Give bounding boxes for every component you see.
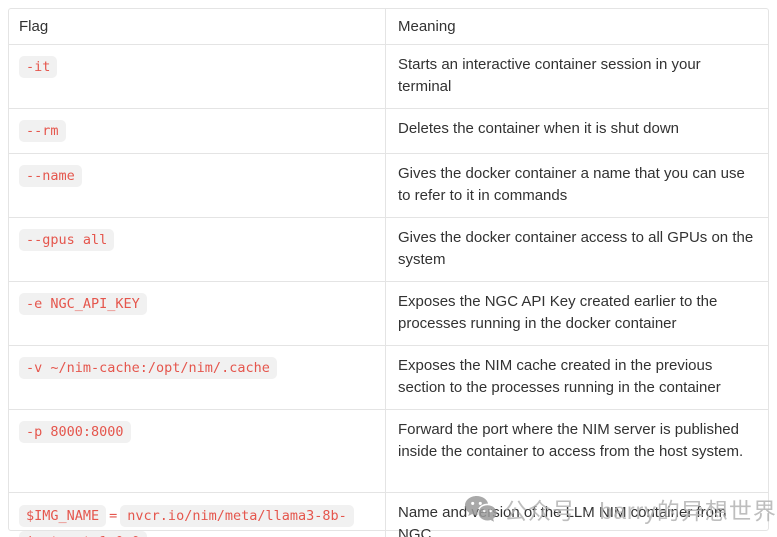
table-row: -v ~/nim-cache:/opt/nim/.cache Exposes t… [9, 345, 768, 409]
table-row: $IMG_NAME=nvcr.io/nim/meta/llama3-8b-ins… [9, 492, 768, 537]
table-row: --gpus all Gives the docker container ac… [9, 217, 768, 281]
meaning-text: Starts an interactive container session … [398, 56, 701, 95]
table-row: -e NGC_API_KEY Exposes the NGC API Key c… [9, 281, 768, 345]
table-row: -it Starts an interactive container sess… [9, 44, 768, 108]
flag-code: -v ~/nim-cache:/opt/nim/.cache [19, 357, 277, 379]
meaning-text: Exposes the NGC API Key created earlier … [398, 293, 718, 332]
column-header-flag: Flag [9, 9, 386, 44]
flag-code: -it [19, 56, 58, 78]
flag-code: --gpus all [19, 229, 115, 251]
meaning-text: Forward the port where the NIM server is… [398, 421, 744, 460]
flags-table: Flag Meaning -it Starts an interactive c… [8, 8, 769, 537]
meaning-text: Exposes the NIM cache created in the pre… [398, 357, 721, 396]
meaning-text: Deletes the container when it is shut do… [398, 120, 679, 137]
table-header-row: Flag Meaning [9, 9, 768, 44]
meaning-text: Name and version of the LLM NIM containe… [398, 504, 727, 537]
flag-code: -e NGC_API_KEY [19, 293, 147, 315]
table-row: --name Gives the docker container a name… [9, 153, 768, 217]
table-row: -p 8000:8000 Forward the port where the … [9, 409, 768, 492]
meaning-text: Gives the docker container a name that y… [398, 165, 745, 204]
column-header-meaning: Meaning [398, 18, 456, 35]
flag-code-img-name: $IMG_NAME [19, 505, 107, 527]
flag-code: --rm [19, 120, 66, 142]
table-row: --rm Deletes the container when it is sh… [9, 108, 768, 153]
flag-equals-separator: = [109, 508, 118, 524]
flag-code: -p 8000:8000 [19, 421, 131, 443]
flag-code: --name [19, 165, 82, 187]
meaning-text: Gives the docker container access to all… [398, 229, 754, 268]
